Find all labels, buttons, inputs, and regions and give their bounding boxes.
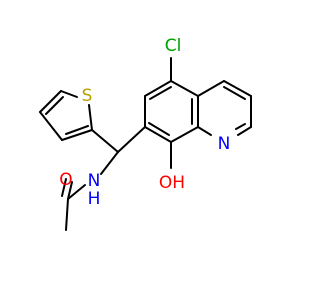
bond-carbonyl-o-inner (61, 178, 67, 197)
bond-carbonyl-methyl (65, 198, 69, 231)
bond-c4a-c4 (197, 80, 225, 97)
bond-c8-c7 (144, 126, 172, 143)
bonds (39, 57, 252, 231)
bond-c6-c5-inner (149, 86, 172, 100)
bond-c6-c5 (144, 80, 172, 97)
bond-c3t-c2t (61, 129, 93, 141)
bond-c2-n1-inner (235, 123, 246, 130)
bond-c3t-c2t-inner (65, 125, 89, 135)
bond-c2t-s (88, 104, 93, 131)
amide-nitrogen-h-label: H (88, 189, 101, 209)
bond-s-c5t (60, 90, 78, 98)
bond-n1-c8a (197, 126, 212, 136)
bond-carbonyl-o (67, 181, 73, 200)
sulfur-label: S (82, 86, 93, 106)
bond-c5-c4a (170, 80, 199, 97)
bond-c8-c7-inner (148, 122, 170, 136)
bond-nh-carbonyl (67, 184, 86, 200)
bond-c4-c3-inner (223, 86, 246, 100)
atom-labels: Cl S N N H OH O (59, 36, 230, 209)
bond-c7-methine (117, 126, 146, 153)
quinoline-nitrogen-label: N (218, 134, 231, 154)
bond-c8a-c8 (170, 126, 199, 143)
hydroxyl-label: OH (159, 173, 185, 193)
bond-methine-c2t (91, 129, 119, 153)
bond-c4t-c3t (39, 111, 63, 141)
amide-nitrogen-label: N (88, 171, 101, 191)
bond-c4-c3 (223, 80, 252, 97)
chlorine-label: Cl (165, 36, 182, 56)
bond-c2-n1 (237, 126, 252, 136)
carbonyl-oxygen-label: O (59, 170, 72, 190)
molecule-structure: Cl S N N H OH O (39, 36, 252, 231)
bond-methine-nh (100, 151, 119, 175)
bond-c5t-c4t (39, 90, 62, 113)
bond-c5t-c4t-inner (45, 96, 64, 115)
